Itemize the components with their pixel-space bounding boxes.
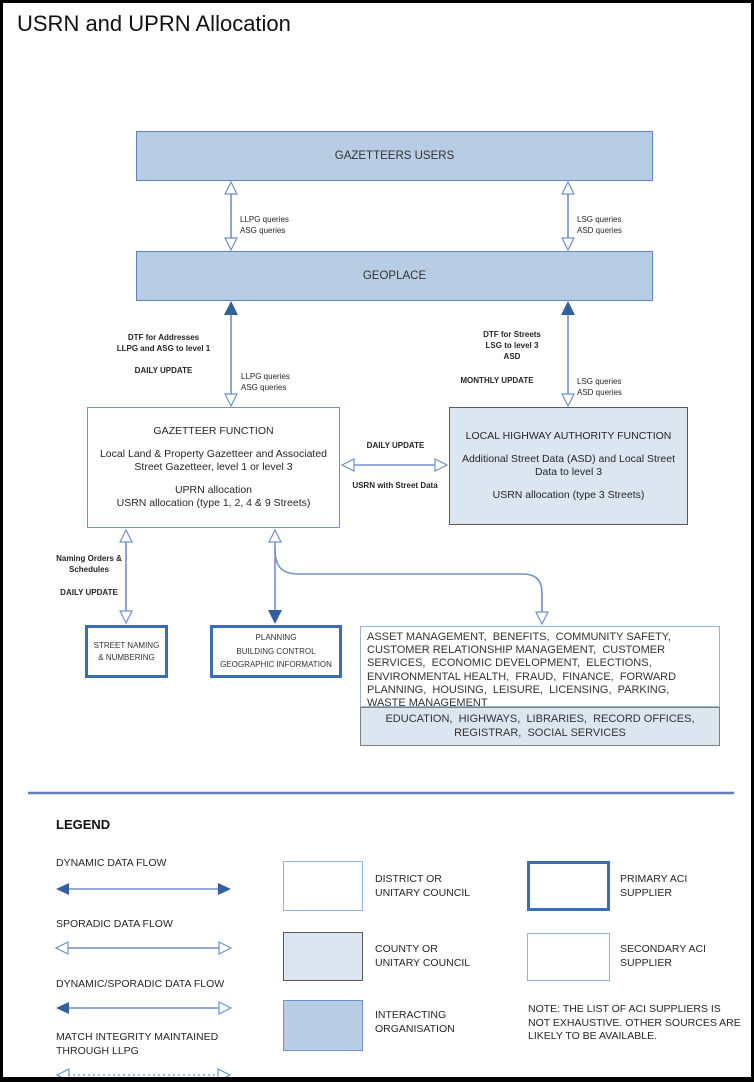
street-naming-label: STREET NAMING & NUMBERING	[93, 640, 160, 662]
lha-function-title: LOCAL HIGHWAY AUTHORITY FUNCTION	[465, 429, 672, 442]
legend-dynamic-label: DYNAMIC DATA FLOW	[56, 857, 167, 869]
label-daily-update-bottom: DAILY UPDATE	[60, 588, 118, 597]
legend-dynamic-sporadic-label: DYNAMIC/SPORADIC DATA FLOW	[56, 978, 225, 990]
gazetteer-function-description: Local Land & Property Gazetteer and Asso…	[99, 447, 328, 473]
legend-county-label: COUNTY OR UNITARY COUNCIL	[375, 943, 471, 969]
gazetteer-function-allocations: UPRN allocation USRN allocation (type 1,…	[116, 484, 311, 510]
gazetteer-function-title: GAZETTEER FUNCTION	[153, 424, 274, 437]
label-monthly-update: MONTHLY UPDATE	[460, 376, 534, 385]
arrow-gf-lha	[340, 458, 449, 472]
legend-heading: LEGEND	[56, 817, 111, 832]
legend-interacting-label: INTERACTING ORGANISATION	[375, 1009, 455, 1035]
legend-dynamic-arrow	[56, 883, 231, 895]
legend-swatch-district	[283, 861, 363, 911]
lha-function-description: Additional Street Data (ASD) and Local S…	[461, 452, 676, 478]
label-llpg-asg-queries-top: LLPG queries ASG queries	[240, 215, 289, 235]
services-primary-label: ASSET MANAGEMENT, BENEFITS, COMMUNITY SA…	[367, 631, 677, 709]
node-gazetteer-function: GAZETTEER FUNCTION Local Land & Property…	[87, 407, 340, 528]
legend-swatch-primary-aci	[527, 861, 610, 911]
legend-dynamic-sporadic-arrow	[56, 1001, 233, 1015]
legend-match-integrity-arrow	[55, 1068, 232, 1077]
legend-district-label: DISTRICT OR UNITARY COUNCIL	[375, 873, 471, 899]
label-daily-update-left: DAILY UPDATE	[134, 366, 193, 375]
arrow-gf-services-curve	[274, 548, 549, 626]
label-llpg-asg-queries-mid: LLPG queries ASG queries	[241, 372, 290, 392]
node-services-secondary: EDUCATION, HIGHWAYS, LIBRARIES, RECORD O…	[360, 707, 720, 746]
legend-match-integrity-label: MATCH INTEGRITY MAINTAINED THROUGH LLPG	[56, 1031, 219, 1057]
node-geoplace-label: GEOPLACE	[362, 270, 427, 282]
services-secondary-label: EDUCATION, HIGHWAYS, LIBRARIES, RECORD O…	[385, 712, 695, 739]
label-usrn-with-street-data: USRN with Street Data	[352, 481, 438, 490]
node-planning-building-gi: PLANNING BUILDING CONTROL GEOGRAPHIC INF…	[210, 625, 342, 678]
label-naming-orders: Naming Orders & Schedules	[56, 554, 122, 574]
arrow-users-geoplace-right	[561, 180, 575, 252]
node-geoplace: GEOPLACE	[136, 251, 653, 301]
label-dtf-addresses: DTF for Addresses LLPG and ASG to level …	[116, 333, 211, 353]
legend-swatch-interacting	[283, 1000, 363, 1051]
page-title: USRN and UPRN Allocation	[17, 11, 291, 36]
label-lsg-asd-queries-mid: LSG queries ASD queries	[577, 377, 622, 397]
node-gazetteers-users-label: GAZETTEERS USERS	[334, 150, 455, 162]
legend-swatch-secondary-aci	[527, 933, 610, 981]
planning-label: PLANNING BUILDING CONTROL GEOGRAPHIC INF…	[220, 633, 332, 670]
label-lsg-asd-queries-top: LSG queries ASD queries	[577, 215, 622, 235]
arrow-gf-street-naming	[119, 528, 133, 625]
node-street-naming-numbering: STREET NAMING & NUMBERING	[85, 625, 168, 678]
label-daily-update-gf-lha: DAILY UPDATE	[366, 441, 425, 450]
node-gazetteers-users: GAZETTEERS USERS	[136, 131, 653, 181]
node-services-primary: ASSET MANAGEMENT, BENEFITS, COMMUNITY SA…	[360, 626, 720, 709]
arrow-gf-planning	[268, 528, 282, 624]
legend-note: NOTE: THE LIST OF ACI SUPPLIERS IS NOT E…	[528, 1003, 741, 1043]
legend-sporadic-label: SPORADIC DATA FLOW	[56, 918, 173, 930]
legend-sporadic-arrow	[54, 941, 233, 955]
arrow-users-geoplace-left	[224, 180, 238, 252]
legend-secondary-aci-label: SECONDARY ACI SUPPLIER	[620, 943, 706, 969]
arrow-geoplace-gazetteer-function	[224, 301, 238, 408]
label-dtf-streets: DTF for Streets LSG to level 3 ASD	[483, 330, 541, 361]
legend-primary-aci-label: PRIMARY ACI SUPPLIER	[620, 873, 688, 899]
legend-swatch-county	[283, 932, 363, 981]
lha-function-allocations: USRN allocation (type 3 Streets)	[492, 489, 645, 502]
node-local-highway-authority: LOCAL HIGHWAY AUTHORITY FUNCTION Additio…	[449, 407, 688, 525]
